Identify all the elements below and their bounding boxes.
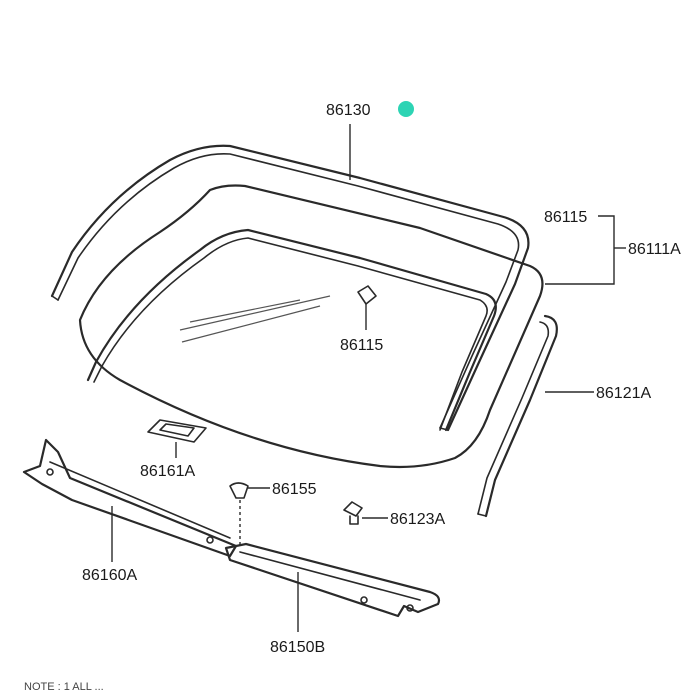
- label-86161a: 86161A: [140, 463, 195, 480]
- status-marker-dot: [398, 101, 414, 117]
- glass-glare: [179, 295, 331, 343]
- label-86121a: 86121A: [596, 385, 651, 402]
- footnote-text: NOTE : 1 ALL ...: [24, 681, 104, 692]
- cowl-lower: [224, 542, 441, 632]
- label-86115-center: 86115: [340, 337, 383, 354]
- center-dam-piece: [357, 285, 377, 330]
- leader-86115-upper: [545, 215, 615, 285]
- fastener-part: [229, 482, 270, 548]
- bracket-part: [147, 419, 207, 458]
- label-86130: 86130: [326, 102, 371, 119]
- label-86115-upper: 86115: [544, 209, 587, 226]
- label-86123a: 86123A: [390, 511, 445, 528]
- clip-part: [343, 501, 388, 525]
- side-moulding: [477, 314, 558, 518]
- label-86155: 86155: [272, 481, 317, 498]
- windshield-glass: [78, 184, 544, 469]
- label-86111a: 86111A: [628, 241, 681, 258]
- label-86160a: 86160A: [82, 567, 137, 584]
- inner-dam-upper: [86, 228, 497, 432]
- cowl-upper: [22, 438, 238, 562]
- label-86150b: 86150B: [270, 639, 325, 656]
